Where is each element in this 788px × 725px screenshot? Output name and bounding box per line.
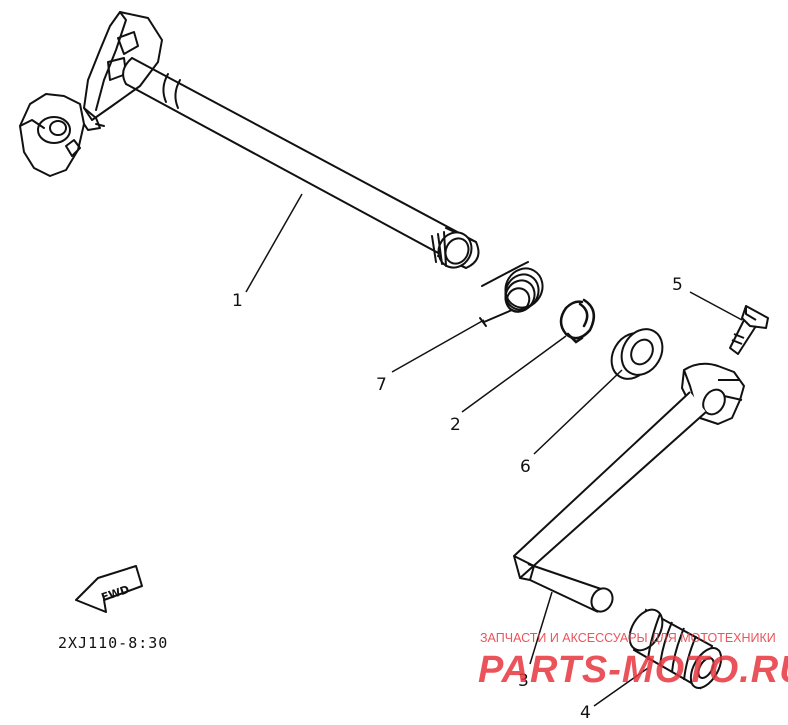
diagram-code: 2XJ110-8:30 <box>58 634 168 652</box>
callout-7: 7 <box>376 375 387 395</box>
pedal-rubber <box>628 608 723 690</box>
callout-2: 2 <box>450 415 461 435</box>
leader-lines <box>245 193 743 707</box>
callout-6: 6 <box>520 457 531 477</box>
bolt <box>729 305 769 355</box>
fwd-arrow: FWD <box>75 565 143 613</box>
circlip <box>559 298 596 344</box>
callout-4: 4 <box>580 703 591 723</box>
callout-5: 5 <box>672 275 683 295</box>
watermark: ЗАПЧАСТИ И АКСЕССУАРЫ ДЛЯ МОТОТЕХНИКИ PA… <box>478 631 788 691</box>
watermark-tagline: ЗАПЧАСТИ И АКСЕССУАРЫ ДЛЯ МОТОТЕХНИКИ <box>480 631 776 645</box>
shift-pedal <box>513 362 745 613</box>
callout-3: 3 <box>518 671 529 691</box>
spring <box>479 261 544 327</box>
shift-shaft <box>19 11 480 269</box>
oil-seal <box>610 328 664 380</box>
watermark-brand: PARTS-MOTO.RU <box>478 649 788 691</box>
callout-1: 1 <box>232 291 243 311</box>
